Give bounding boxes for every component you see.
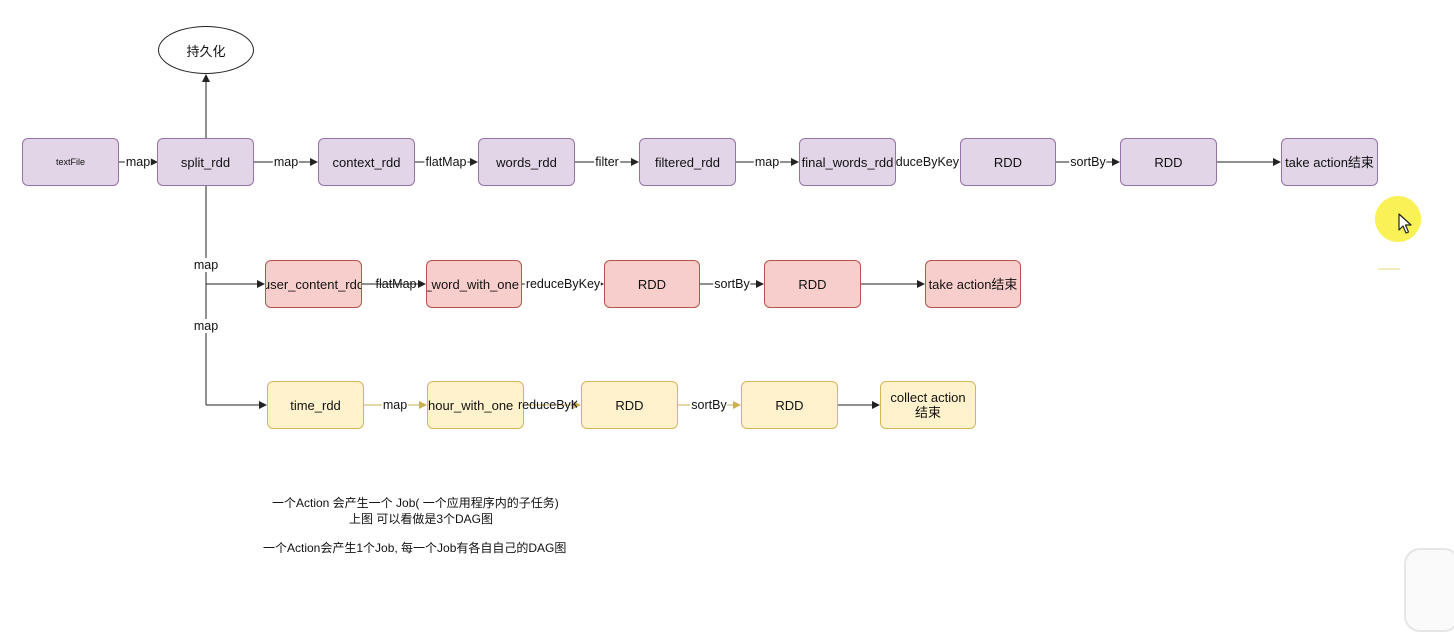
node-words-rdd[interactable]: words_rdd xyxy=(478,138,575,186)
node-user-word-with-one[interactable]: user_word_with_one xyxy=(426,260,522,308)
note-three-dags: 上图 可以看做是3个DAG图 xyxy=(349,512,494,526)
edge-label-map-4: map xyxy=(381,398,409,412)
node-context-rdd[interactable]: context_rdd xyxy=(318,138,415,186)
node-split-rdd[interactable]: split_rdd xyxy=(157,138,254,186)
node-collect-action[interactable]: collect action结束 xyxy=(880,381,976,429)
edge-label-reducebykey-2: reduceByKey xyxy=(524,277,602,291)
note-action-job: 一个Action 会产生一个 Job( 一个应用程序内的子任务) xyxy=(272,496,559,510)
node-take-action-2[interactable]: take action结束 xyxy=(925,260,1021,308)
edge-label-map-2: map xyxy=(272,155,300,169)
node-rdd-reduced-3[interactable]: RDD xyxy=(581,381,678,429)
edge-label-flatmap-2: flatMap xyxy=(375,277,417,291)
persist-node[interactable]: 持久化 xyxy=(158,26,254,74)
edge-label-sortby: sortBy xyxy=(1069,155,1107,169)
node-rdd-sorted-3[interactable]: RDD xyxy=(741,381,838,429)
node-textfile[interactable]: textFile xyxy=(22,138,119,186)
edge-label-map-3: map xyxy=(753,155,781,169)
edge-label-flatmap: flatMap xyxy=(424,155,468,169)
cursor-highlight xyxy=(1375,196,1421,242)
node-rdd-reduced-2[interactable]: RDD xyxy=(604,260,700,308)
node-rdd-sorted-2[interactable]: RDD xyxy=(764,260,861,308)
node-rdd-reduced[interactable]: RDD xyxy=(960,138,1056,186)
edge-label-filter: filter xyxy=(594,155,620,169)
node-time-rdd[interactable]: time_rdd xyxy=(267,381,364,429)
node-final-words-rdd[interactable]: final_words_rdd xyxy=(799,138,896,186)
node-hour-with-one[interactable]: hour_with_one xyxy=(427,381,524,429)
edge-label-sortby-2: sortBy xyxy=(713,277,751,291)
note-job-dag: 一个Action会产生1个Job, 每一个Job有各自自己的DAG图 xyxy=(263,541,567,555)
edge-label-map-1: map xyxy=(124,155,152,169)
floating-widget[interactable] xyxy=(1404,548,1454,632)
edge-label-reducebykey-3: reduceByKey xyxy=(518,398,577,412)
node-rdd-sorted[interactable]: RDD xyxy=(1120,138,1217,186)
edge-label-sortby-3: sortBy xyxy=(690,398,728,412)
mouse-pointer-icon xyxy=(1398,213,1412,234)
edge-label-branch-map-1: map xyxy=(192,258,220,272)
cursor-trail xyxy=(1378,268,1400,270)
node-user-content-rdd[interactable]: user_content_rdd xyxy=(265,260,362,308)
node-filtered-rdd[interactable]: filtered_rdd xyxy=(639,138,736,186)
edge-label-reducebykey: reduceByKey xyxy=(896,155,960,169)
edge-label-branch-map-2: map xyxy=(192,319,220,333)
node-take-action[interactable]: take action结束 xyxy=(1281,138,1378,186)
